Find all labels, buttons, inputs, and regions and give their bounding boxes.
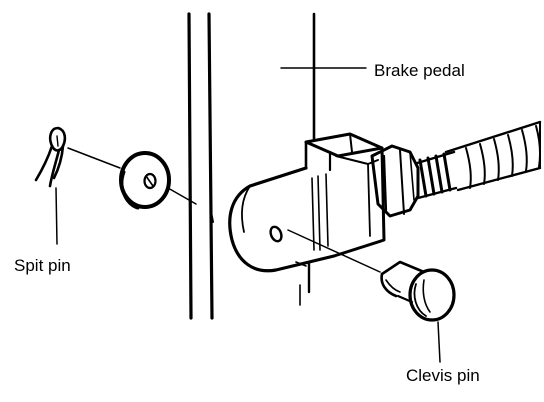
spit-pin [34, 126, 67, 188]
lock-nut [370, 144, 420, 218]
clevis-pin-label: Clevis pin [406, 366, 480, 385]
brake-pedal-arm [299, 12, 316, 306]
spit-pin-path-line [67, 147, 121, 169]
washer-path-line [167, 187, 197, 205]
clevis-pin-leader [437, 321, 441, 363]
spit-pin-label: Spit pin [14, 256, 71, 275]
clevis-pin [380, 260, 456, 322]
clevis-fork [228, 132, 386, 273]
spit-pin-leader [55, 187, 58, 245]
washer [119, 151, 171, 210]
brake-pedal-label: Brake pedal [374, 61, 465, 80]
bulkhead-panel [187, 12, 214, 320]
clevis-pin-path-line [287, 229, 381, 273]
hole-marker [210, 211, 214, 223]
pushrod [412, 120, 542, 200]
